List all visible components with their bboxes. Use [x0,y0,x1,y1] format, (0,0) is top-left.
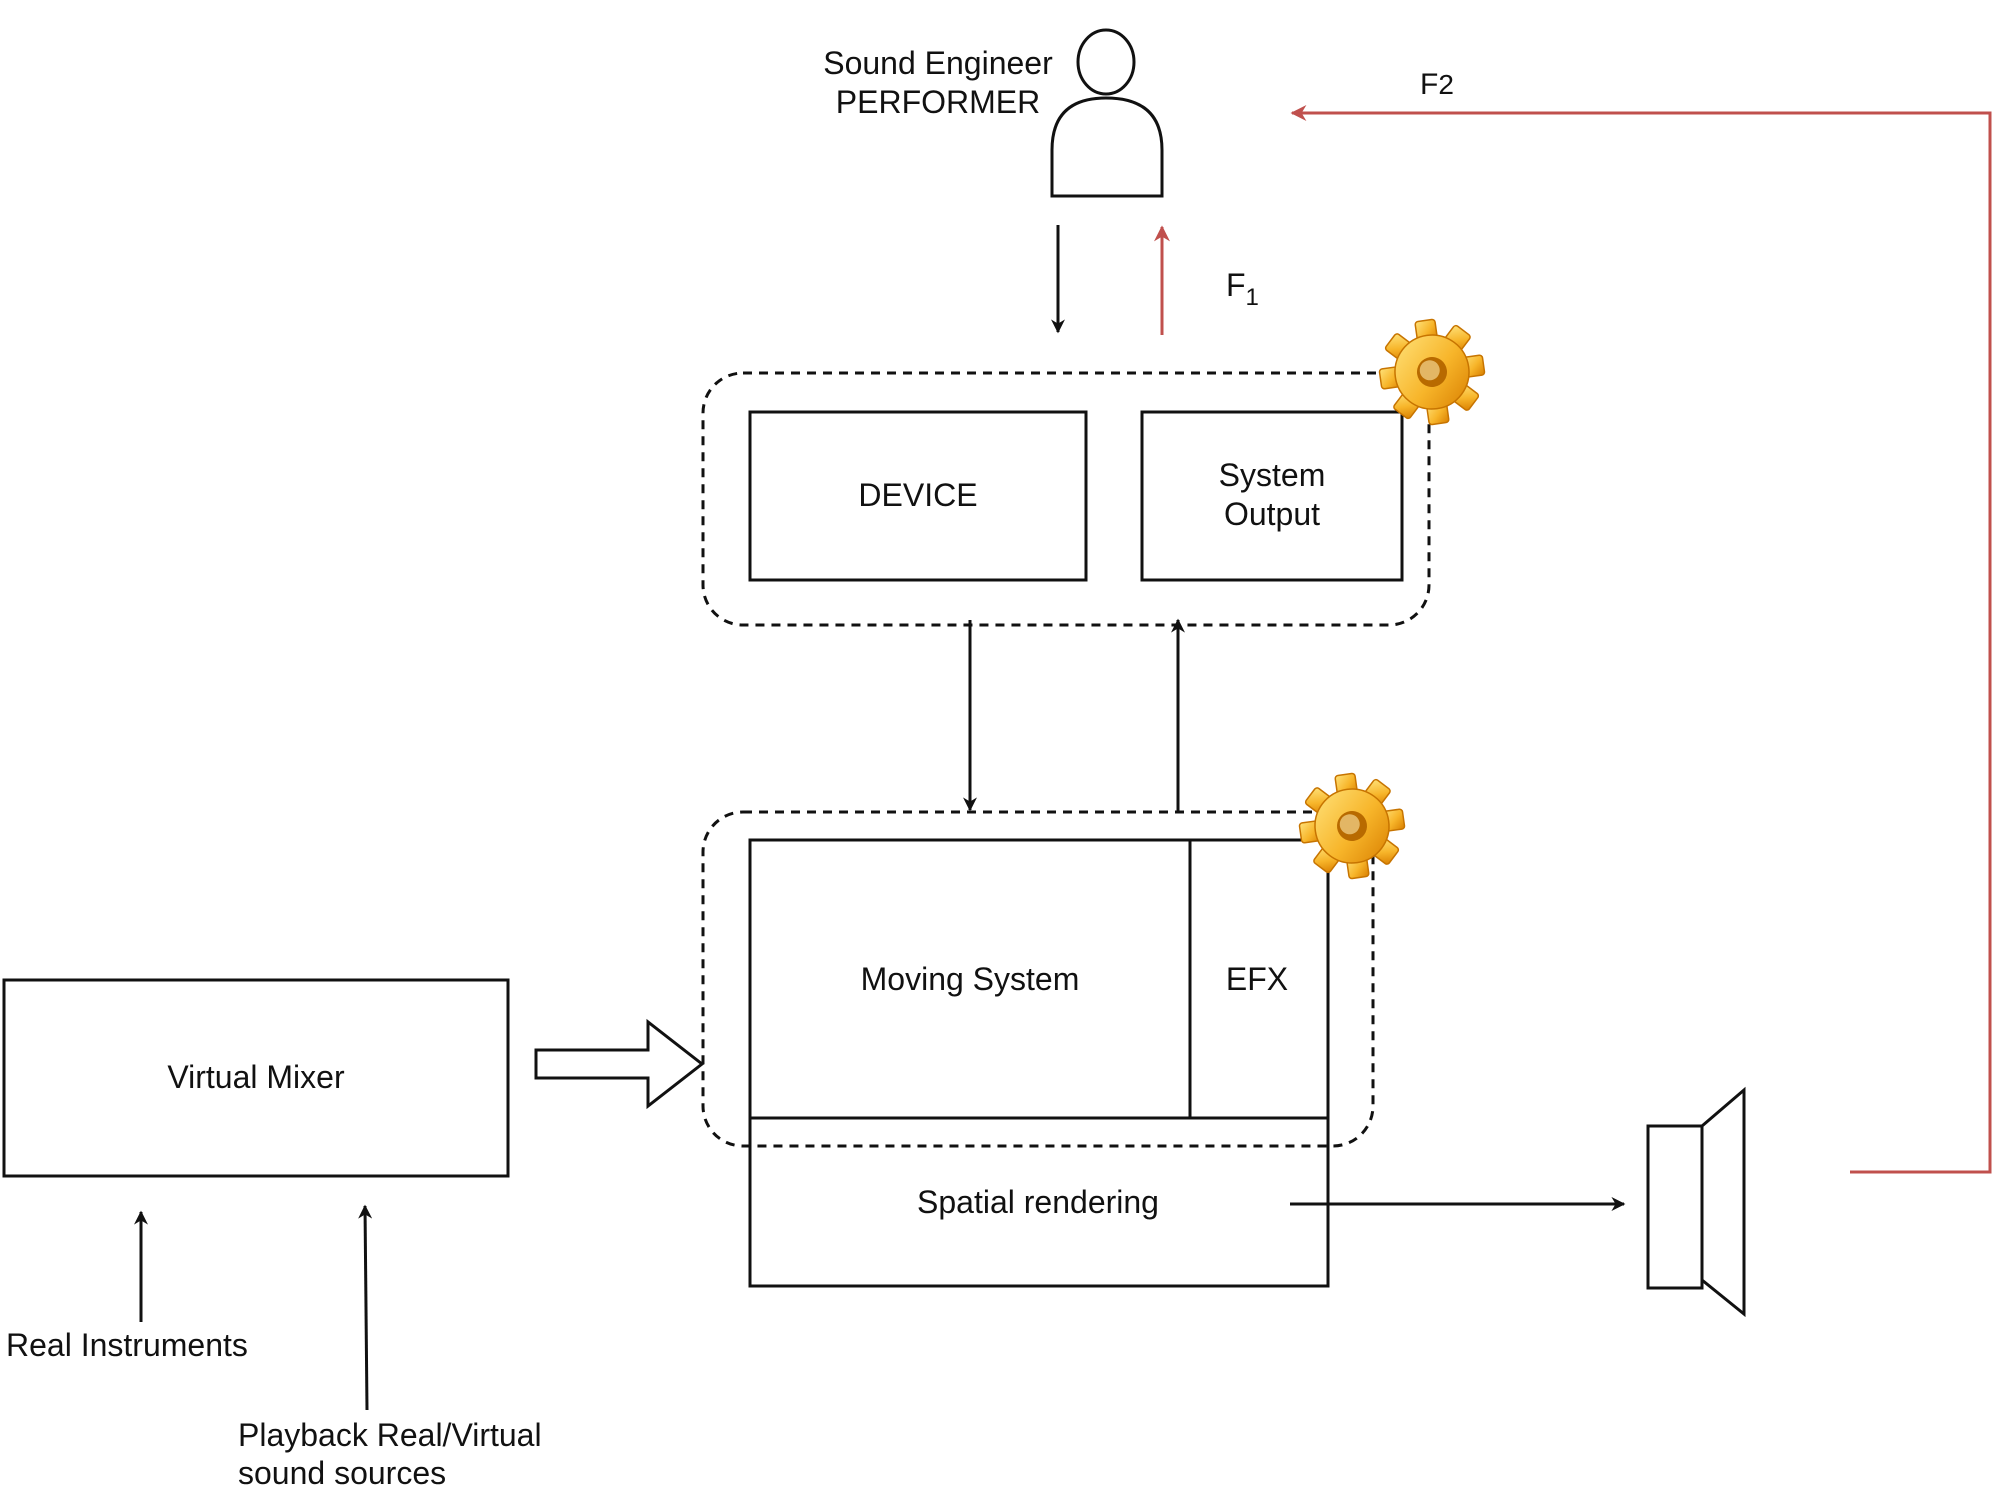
f2-label: F2 [1420,68,1454,101]
system-output-box [1140,410,1404,582]
virtual-mixer-label: Virtual Mixer [167,1059,345,1095]
speaker-icon [1646,1086,1746,1318]
device-box [748,410,1088,582]
efx-label: EFX [1226,961,1288,997]
device-label: DEVICE [858,477,977,513]
f2-subscript: 2 [1438,69,1454,100]
arrow-mixer-to-processing [534,1018,705,1110]
system-output-label-1: System [1219,457,1326,493]
real-instruments-label: Real Instruments [6,1327,248,1363]
moving-system-label: Moving System [861,961,1080,997]
performer-label: PERFORMER [836,84,1040,120]
person-icon [1050,28,1164,198]
efx-box [1188,838,1330,1120]
f1-subscript: 1 [1246,284,1259,311]
arrow-playback-sources [358,1204,373,1411]
sound-engineer-label: Sound Engineer [823,45,1053,81]
playback-label-2: sound sources [238,1455,446,1487]
f1-label: F1 [1226,267,1259,311]
processing-group-dashed [701,810,1375,1148]
virtual-mixer-box [2,978,510,1178]
moving-system-box [748,838,1192,1120]
gear-icon [1378,318,1486,426]
arrow-f2-feedback [1290,105,1992,1174]
spatial-rendering-label: Spatial rendering [917,1184,1159,1220]
playback-label-1: Playback Real/Virtual [238,1417,542,1453]
device-group-dashed [701,371,1431,627]
gear-icon [1298,772,1406,880]
system-output-label-2: Output [1224,496,1320,532]
